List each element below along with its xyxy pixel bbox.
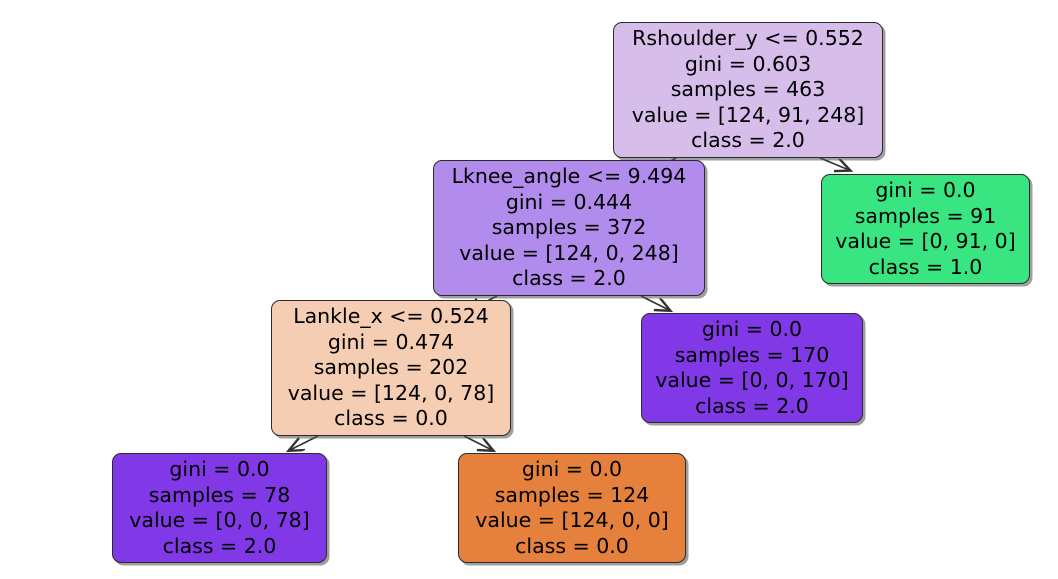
node-samples: samples = 78 (148, 482, 291, 507)
node-gini: gini = 0.444 (505, 189, 633, 214)
node-gini: gini = 0.0 (169, 457, 270, 481)
node-value: value = [124, 0, 0] (475, 508, 669, 532)
edge-lankle-to-leaf-purple-78 (290, 435, 319, 450)
node-condition: Lankle_x <= 0.524 (293, 304, 489, 329)
node-value: value = [124, 0, 78] (287, 380, 495, 405)
node-samples: samples = 170 (674, 342, 830, 367)
tree-leaf-purple-78[interactable]: gini = 0.0 samples = 78 value = [0, 0, 7… (112, 453, 327, 563)
node-gini: gini = 0.474 (327, 329, 455, 354)
edge-root-to-leaf-green (819, 157, 849, 170)
node-value: value = [0, 0, 170] (655, 368, 849, 392)
node-class: class = 2.0 (162, 533, 277, 558)
node-value: value = [0, 91, 0] (835, 229, 1016, 253)
tree-node-lankle[interactable]: Lankle_x <= 0.524 gini = 0.474 samples =… (271, 300, 511, 436)
node-class: class = 2.0 (512, 266, 626, 291)
node-class: class = 0.0 (515, 533, 629, 558)
node-value: value = [124, 91, 248] (631, 102, 865, 127)
node-value: value = [0, 0, 78] (129, 508, 310, 532)
tree-node-lknee[interactable]: Lknee_angle <= 9.494 gini = 0.444 sample… (433, 160, 705, 296)
node-samples: samples = 124 (494, 482, 650, 507)
node-gini: gini = 0.0 (701, 317, 803, 341)
node-condition: Rshoulder_y <= 0.552 (632, 26, 864, 51)
node-gini: gini = 0.603 (684, 51, 812, 76)
edge-lankle-to-leaf-orange-124 (463, 435, 492, 450)
node-samples: samples = 91 (854, 203, 997, 228)
node-class: class = 2.0 (695, 393, 809, 418)
tree-node-root[interactable]: Rshoulder_y <= 0.552 gini = 0.603 sample… (613, 22, 883, 158)
node-value: value = [124, 0, 248] (459, 240, 679, 265)
node-gini: gini = 0.0 (875, 178, 976, 202)
node-samples: samples = 202 (313, 355, 469, 380)
edge-lknee-to-leaf-purple-170 (640, 295, 669, 310)
tree-leaf-purple-170[interactable]: gini = 0.0 samples = 170 value = [0, 0, … (641, 313, 863, 423)
node-samples: samples = 463 (670, 77, 826, 102)
node-class: class = 0.0 (334, 406, 448, 431)
node-class: class = 2.0 (691, 128, 805, 153)
node-class: class = 1.0 (868, 254, 983, 279)
tree-leaf-orange-124[interactable]: gini = 0.0 samples = 124 value = [124, 0… (458, 453, 686, 563)
node-samples: samples = 372 (491, 215, 647, 240)
node-condition: Lknee_angle <= 9.494 (451, 164, 687, 189)
node-gini: gini = 0.0 (521, 457, 623, 481)
tree-leaf-green[interactable]: gini = 0.0 samples = 91 value = [0, 91, … (821, 174, 1030, 284)
